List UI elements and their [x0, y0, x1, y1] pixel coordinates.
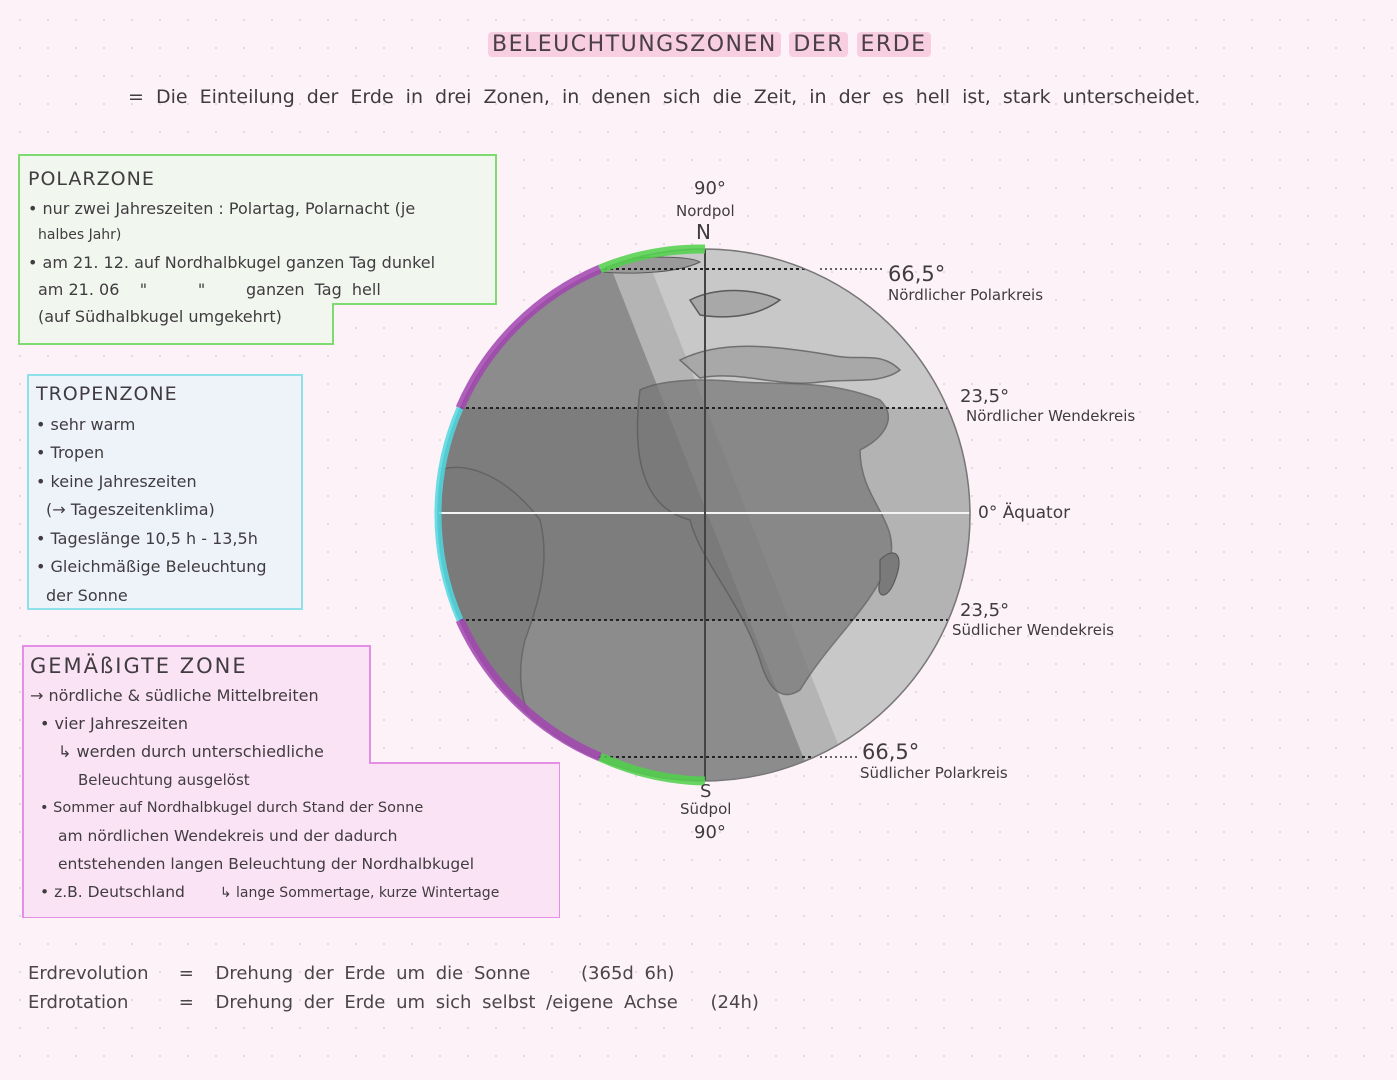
north-degree: 90° [694, 178, 726, 199]
polarzone-line: • nur zwei Jahreszeiten : Polartag, Pola… [28, 199, 416, 218]
equator-label: 0° Äquator [978, 503, 1071, 523]
polarzone-heading: POLARZONE [28, 168, 155, 190]
polarzone-content: POLARZONE • nur zwei Jahreszeiten : Pola… [28, 166, 498, 330]
tropenzone-line: • keine Jahreszeiten [36, 471, 197, 491]
tropic-arc [434, 406, 464, 622]
temperate-arc-north [455, 264, 602, 410]
gemaessigte-line: ↳ werden durch unterschiedliche [58, 742, 324, 761]
north-letter: N [696, 220, 711, 244]
gemaessigte-line: • z.B. Deutschland [40, 883, 185, 901]
north-polar-circle-label: 66,5° Nördlicher Polarkreis [888, 262, 1044, 304]
south-polar-circle-label: 66,5° Südlicher Polarkreis [860, 740, 1008, 782]
polar-arc-north [598, 244, 706, 274]
globe-illustration [434, 244, 971, 786]
title-word-3: ERDE [856, 32, 931, 57]
south-degree: 90° [694, 822, 726, 843]
tropenzone-line: • Gleichmäßige Beleuchtung [36, 557, 267, 576]
polarzone-line: (auf Südhalbkugel umgekehrt) [38, 307, 282, 326]
gemaessigte-line: ↳ lange Sommertage, kurze Wintertage [219, 885, 500, 901]
tropenzone-line: (→ Tageszeitenklima) [46, 500, 215, 519]
gemaessigte-line: • Sommer auf Nordhalbkugel durch Stand d… [40, 800, 424, 816]
gemaessigte-zone-heading: GEMÄßIGTE ZONE [30, 654, 248, 678]
gemaessigte-line: • vier Jahreszeiten [40, 714, 188, 733]
tropenzone-box: TROPENZONE • sehr warm • Tropen • keine … [27, 374, 303, 610]
gemaessigte-line: Beleuchtung ausgelöst [78, 771, 250, 789]
title-word-1: BELEUCHTUNGSZONEN [488, 32, 781, 57]
gemaessigte-line: am nördlichen Wendekreis und der dadurch [58, 827, 398, 845]
definition-erdrevolution: Erdrevolution = Drehung der Erde um die … [28, 963, 675, 984]
gemaessigte-line: → nördliche & südliche Mittelbreiten [30, 686, 319, 705]
south-tropic-label: 23,5° Südlicher Wendekreis [952, 600, 1114, 639]
tropenzone-line: • Tropen [36, 443, 105, 462]
north-pole-label: Nordpol [676, 202, 735, 220]
definition-erdrotation: Erdrotation = Drehung der Erde um sich s… [28, 992, 759, 1013]
gemaessigte-zone-content: GEMÄßIGTE ZONE → nördliche & südliche Mi… [30, 652, 560, 907]
tropenzone-heading: TROPENZONE [36, 383, 178, 405]
polarzone-line: • am 21. 12. auf Nordhalbkugel ganzen Ta… [28, 253, 436, 272]
gemaessigte-zone-box [22, 645, 560, 918]
gemaessigte-line: entstehenden langen Beleuchtung der Nord… [58, 855, 475, 873]
polarzone-line: am 21. 06 " " ganzen Tag hell [38, 280, 381, 299]
south-pole-label: Südpol [680, 800, 732, 818]
tropenzone-line: der Sonne [46, 585, 128, 605]
north-tropic-label: 23,5° Nördlicher Wendekreis [960, 386, 1136, 425]
page-title: BELEUCHTUNGSZONEN DER ERDE [488, 32, 931, 57]
tropenzone-line: • sehr warm [36, 414, 136, 434]
polar-arc-south [598, 752, 706, 786]
title-word-2: DER [789, 32, 849, 57]
tropenzone-line: • Tageslänge 10,5 h - 13,5h [36, 528, 258, 548]
polarzone-line: halbes Jahr) [38, 227, 122, 243]
definition-line: = Die Einteilung der Erde in drei Zonen,… [128, 86, 1201, 108]
temperate-arc-south [455, 618, 602, 762]
south-letter: S [700, 781, 712, 802]
